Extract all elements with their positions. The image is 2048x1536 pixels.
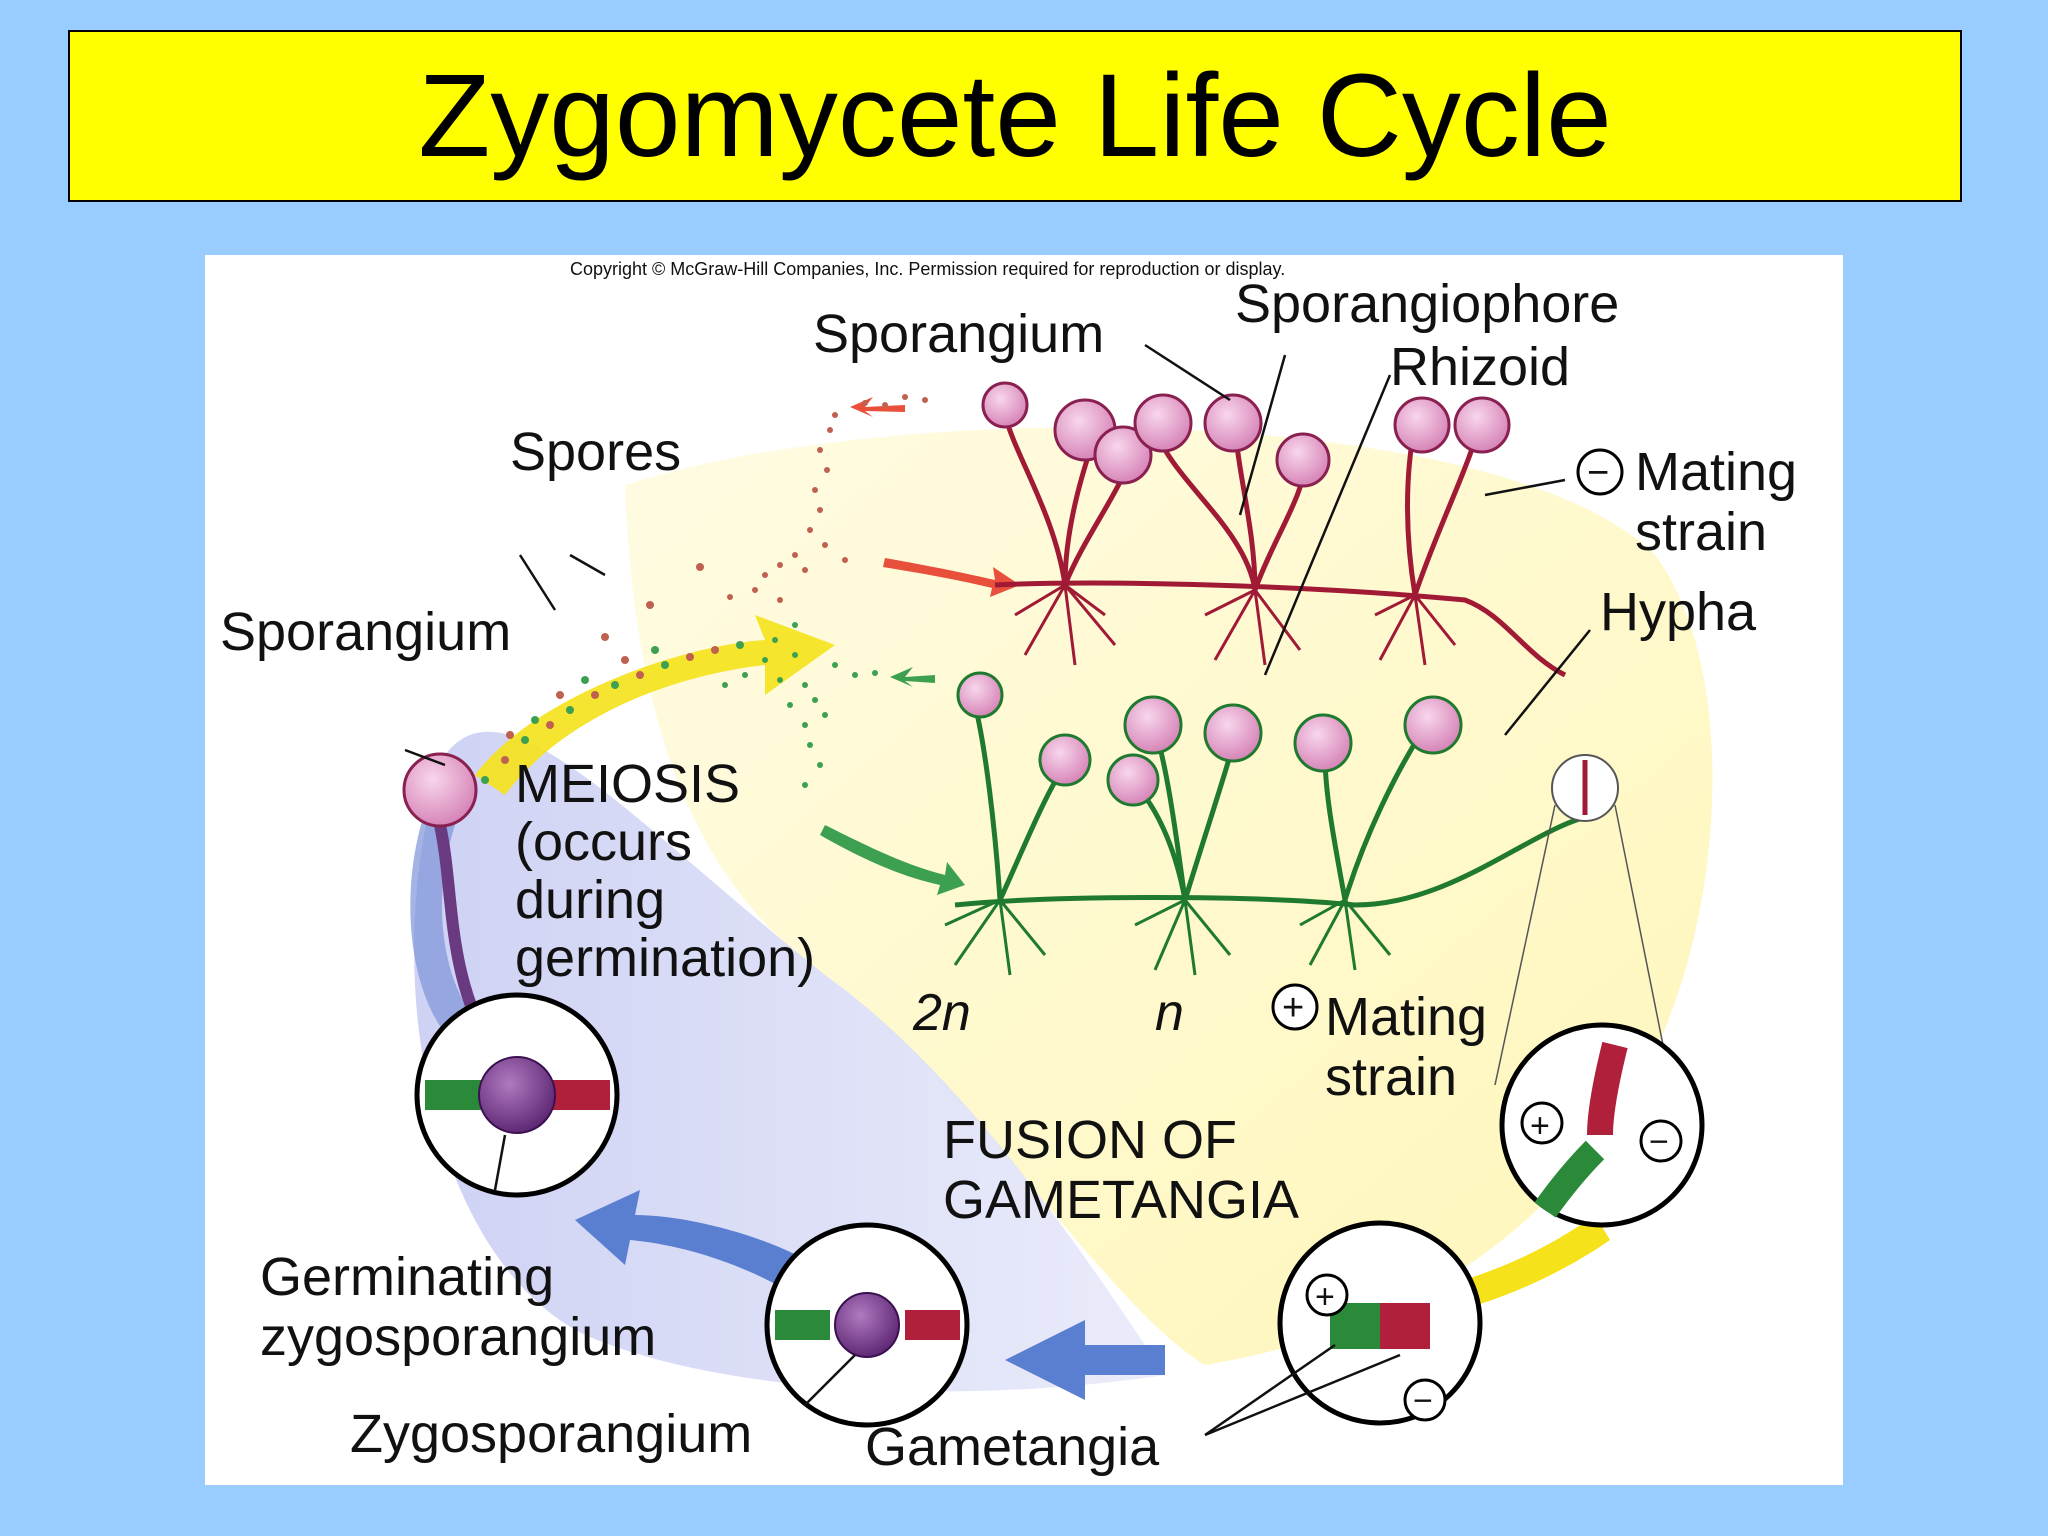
label-sporangium-left: Sporangium xyxy=(220,602,511,662)
fusion-plus-sign: + xyxy=(1315,1278,1335,1316)
minus-strain-sporangia xyxy=(981,381,1511,488)
label-spores: Spores xyxy=(510,422,681,482)
minus-strain-badge xyxy=(1576,448,1624,496)
label-meiosis-1: MEIOSIS xyxy=(515,754,740,814)
left-sporangium xyxy=(402,752,478,828)
label-ploidy-2n: 2n xyxy=(912,984,971,1042)
label-ploidy-n: n xyxy=(1155,984,1184,1042)
label-meiosis-3: during xyxy=(515,870,665,930)
label-germinating-1: Germinating xyxy=(260,1247,554,1307)
title-banner: Zygomycete Life Cycle xyxy=(68,30,1962,202)
diagram-canvas: Copyright © McGraw-Hill Companies, Inc. … xyxy=(220,259,1797,1477)
yellow-arrow-spores xyxy=(475,615,835,795)
red-arrow-spores-out xyxy=(850,397,905,417)
label-zygosporangium: Zygosporangium xyxy=(350,1404,752,1464)
plus-strain-badge xyxy=(1271,983,1319,1031)
label-meiosis-4: germination) xyxy=(515,928,815,988)
inset-plus-sign: + xyxy=(1530,1107,1550,1145)
inset-zygosporangium xyxy=(764,1222,970,1428)
minus-strain-sign: − xyxy=(1587,452,1609,494)
blue-arrow-zygosporangium xyxy=(1005,1320,1165,1400)
fusion-minus-sign: − xyxy=(1413,1382,1433,1420)
inset-minus-sign: − xyxy=(1649,1123,1669,1161)
label-fusion-2: GAMETANGIA xyxy=(943,1170,1299,1230)
label-sporangiophore: Sporangiophore xyxy=(1235,274,1619,334)
page-title: Zygomycete Life Cycle xyxy=(418,50,1612,182)
label-plus-mating-1: Mating xyxy=(1325,987,1487,1047)
blue-arrow-germinating xyxy=(575,1190,815,1295)
label-plus-mating-2: strain xyxy=(1325,1047,1457,1107)
label-rhizoid: Rhizoid xyxy=(1390,337,1570,397)
inset-gametangia-approach: + − xyxy=(1499,1022,1705,1228)
blue-arc-meiosis xyxy=(410,785,480,1045)
spore-cloud xyxy=(481,394,928,788)
label-fusion-1: FUSION OF xyxy=(943,1110,1237,1170)
red-arrow-to-minus xyxy=(883,558,1020,597)
label-sporangium-top: Sporangium xyxy=(813,304,1104,364)
inset-hypha-contact xyxy=(1494,754,1666,1086)
label-germinating-2: zygosporangium xyxy=(260,1307,656,1367)
copyright-notice: Copyright © McGraw-Hill Companies, Inc. … xyxy=(570,259,1285,279)
inset-fusion: + − xyxy=(1277,1220,1483,1426)
label-meiosis-2: (occurs xyxy=(515,812,692,872)
label-hypha: Hypha xyxy=(1600,582,1757,642)
inset-germinating-zygosporangium xyxy=(414,992,620,1198)
green-arrow-to-plus xyxy=(820,825,965,895)
life-cycle-diagram: Copyright © McGraw-Hill Companies, Inc. … xyxy=(205,255,1843,1485)
plus-strain-sign: + xyxy=(1282,987,1304,1029)
label-minus-mating-2: strain xyxy=(1635,502,1767,562)
plus-strain-sporangia xyxy=(956,671,1463,807)
label-gametangia: Gametangia xyxy=(865,1417,1160,1477)
green-arrow-spores-out xyxy=(890,667,935,687)
leader-lines xyxy=(404,343,1591,1437)
label-minus-mating-1: Mating xyxy=(1635,442,1797,502)
